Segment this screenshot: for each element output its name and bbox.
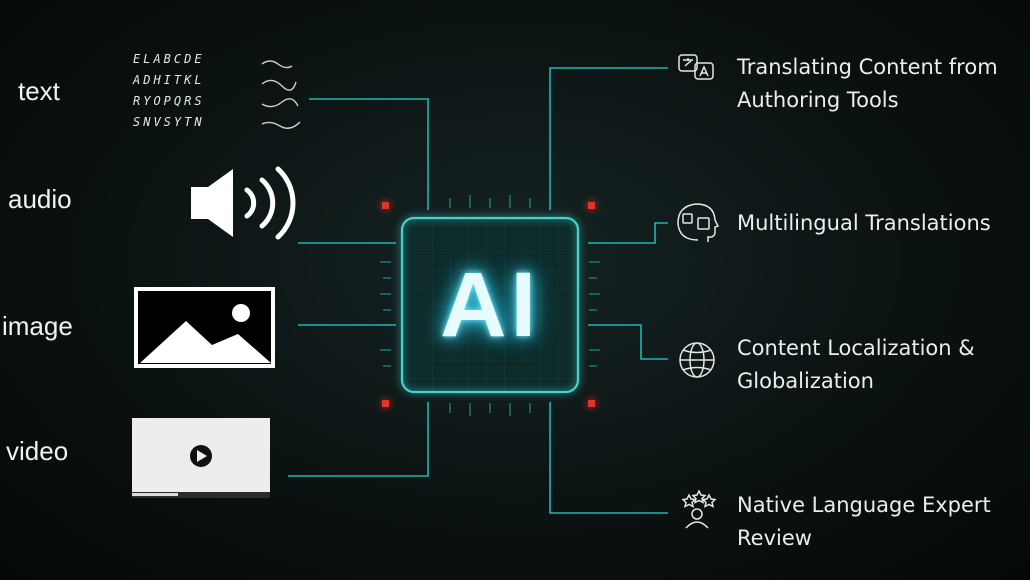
input-label-image: image (2, 311, 73, 341)
connector-out-1 (549, 67, 668, 210)
output-line: Content Localization & (737, 336, 975, 360)
globe-icon (679, 342, 715, 378)
corner-markers (382, 202, 595, 407)
text-sample-row: ADHITKL (133, 73, 205, 87)
corner-marker (382, 400, 389, 407)
output-line: Translating Content from (737, 55, 998, 79)
video-player-icon (132, 418, 270, 498)
multilingual-head-icon (677, 203, 720, 242)
output-label-expert-review: Native Language Expert Review (737, 489, 991, 555)
output-label-multilingual: Multilingual Translations (737, 207, 991, 240)
image-icon (134, 287, 275, 368)
output-line: Native Language Expert (737, 493, 991, 517)
text-sample-row: RYOPQRS (133, 94, 205, 108)
connector-out-2 (588, 222, 668, 244)
corner-marker (382, 202, 389, 209)
translate-icon (678, 54, 714, 80)
expert-stars-icon (681, 489, 717, 529)
output-line: Globalization (737, 369, 874, 393)
output-line: Multilingual Translations (737, 211, 991, 235)
speaker-icon (191, 166, 296, 240)
ai-core-label: AI (440, 253, 540, 356)
chip-pins (380, 195, 600, 416)
text-sample-row: SNVSYTN (133, 115, 205, 129)
connector-out-4 (549, 402, 668, 514)
text-sample-row: ELABCDE (133, 52, 205, 66)
output-label-localization: Content Localization & Globalization (737, 332, 975, 398)
ai-chip (400, 216, 580, 394)
connector-text (309, 98, 429, 210)
input-label-audio: audio (8, 184, 72, 214)
corner-marker (588, 400, 595, 407)
output-line: Review (737, 526, 812, 550)
connector-video (288, 402, 429, 477)
connector-out-3 (588, 324, 668, 360)
corner-marker (588, 202, 595, 209)
connector-lines (288, 67, 668, 514)
text-scribble-icon (261, 60, 301, 129)
output-line: Authoring Tools (737, 88, 899, 112)
input-label-text: text (18, 76, 60, 106)
input-label-video: video (6, 436, 69, 466)
output-label-translating: Translating Content from Authoring Tools (737, 51, 998, 117)
